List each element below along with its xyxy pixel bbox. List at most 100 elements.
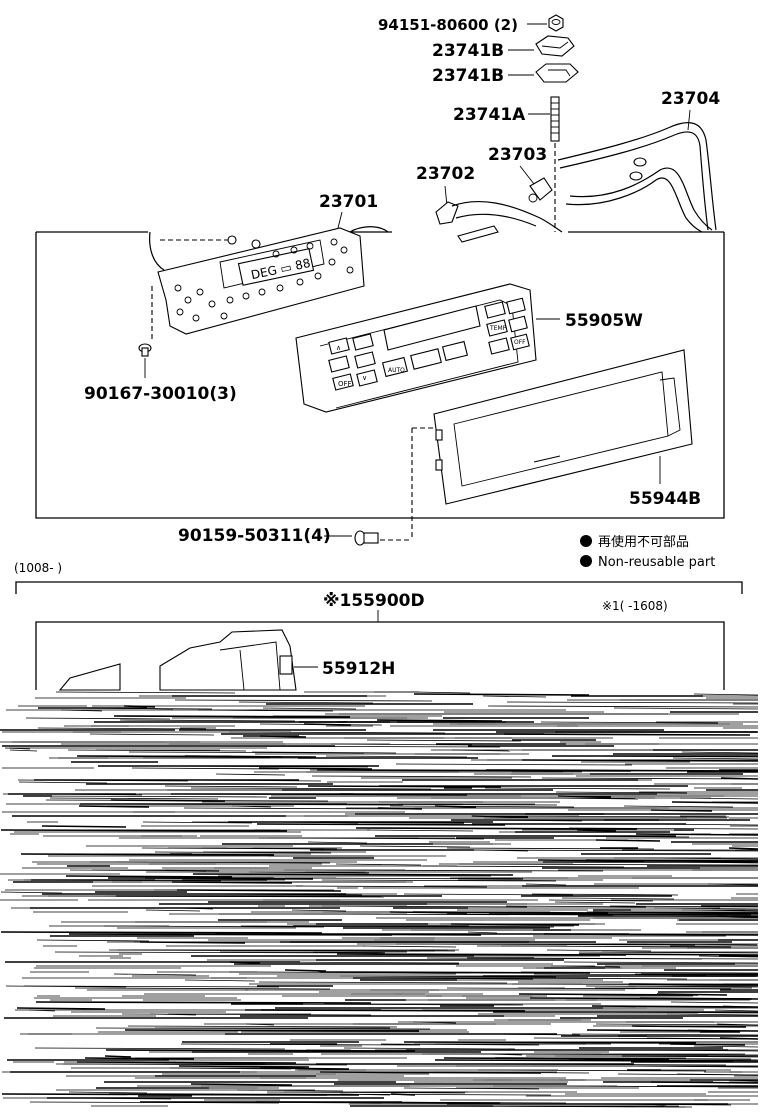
scan-streak xyxy=(9,749,38,752)
scan-streak xyxy=(68,1091,148,1094)
scan-streak xyxy=(0,891,63,894)
scan-streak xyxy=(76,1061,297,1064)
scan-streak xyxy=(95,1027,431,1030)
label-55900d: ※155900D xyxy=(323,591,425,611)
scan-streak xyxy=(178,1065,310,1068)
scan-streak xyxy=(18,781,108,784)
scan-streak xyxy=(631,1025,747,1028)
scan-streak xyxy=(190,1083,293,1086)
scan-streak xyxy=(184,979,256,982)
scan-streak xyxy=(74,987,331,990)
label-23704: 23704 xyxy=(661,89,720,109)
scan-streak xyxy=(215,773,286,776)
scan-streak xyxy=(192,873,514,876)
scan-streak xyxy=(670,1001,759,1004)
scan-streak xyxy=(653,907,759,910)
scan-streak xyxy=(0,931,323,934)
scan-streak xyxy=(121,1013,372,1016)
scan-streak xyxy=(181,779,322,782)
scan-streak xyxy=(595,1023,759,1026)
scan-streak xyxy=(672,757,759,760)
scan-streak xyxy=(355,827,638,830)
scan-streak xyxy=(720,777,759,780)
scan-streak xyxy=(563,961,759,964)
label-90167: 90167-30010(3) xyxy=(84,384,237,404)
scan-streak xyxy=(4,747,31,750)
scan-streak xyxy=(291,909,347,912)
scan-streak xyxy=(473,849,529,852)
label-55944b: 55944B xyxy=(629,489,701,509)
scan-streak xyxy=(228,731,446,734)
scan-streak xyxy=(84,1057,195,1060)
scan-streak xyxy=(389,911,468,914)
scan-streak xyxy=(238,701,374,704)
scan-streak xyxy=(366,829,474,832)
scan-streak xyxy=(171,881,293,884)
btn-up-left: ∧ xyxy=(336,344,341,352)
scan-streak xyxy=(395,943,696,946)
scan-streak xyxy=(525,883,567,886)
climate-control-panel: ∧ OFF ∨ AUTO TEMP OFF xyxy=(295,283,537,413)
scan-streak xyxy=(319,821,465,824)
scan-streak xyxy=(389,805,575,808)
scan-streak xyxy=(41,825,127,828)
scan-streak xyxy=(617,1073,759,1076)
scan-streak xyxy=(403,1087,540,1090)
scan-streak xyxy=(380,1043,540,1046)
scan-streak xyxy=(578,951,759,954)
scan-streak xyxy=(54,951,379,954)
scan-streak xyxy=(546,949,652,952)
label-23703: 23703 xyxy=(488,145,547,165)
scan-streak xyxy=(403,893,574,896)
scan-streak xyxy=(427,1105,693,1108)
screw-90159 xyxy=(354,530,379,546)
scan-streak xyxy=(467,931,498,934)
scan-streak xyxy=(65,875,233,878)
scan-streak xyxy=(687,1029,759,1032)
scan-streak xyxy=(645,857,759,860)
scan-streak xyxy=(116,861,331,864)
scan-streak xyxy=(321,905,528,908)
scan-streak xyxy=(609,905,759,908)
cushion-part-2 xyxy=(535,63,579,83)
scan-streak xyxy=(422,865,625,868)
scan-streak xyxy=(319,971,591,974)
btn-temp: TEMP xyxy=(489,325,507,332)
scan-streak xyxy=(104,1055,132,1058)
scan-streak xyxy=(131,767,280,770)
scan-streak xyxy=(673,861,759,864)
scan-streak xyxy=(343,1047,516,1050)
sensor-circuit-board: DEG ▭ 88 xyxy=(149,226,389,335)
stud-part xyxy=(550,96,560,142)
label-55912h: 55912H xyxy=(322,659,395,679)
scan-streak xyxy=(23,879,222,882)
scan-streak xyxy=(256,823,506,826)
scan-streak xyxy=(623,805,734,808)
scan-streak xyxy=(413,691,471,694)
main-frame xyxy=(35,232,725,519)
scan-streak xyxy=(578,953,759,956)
scan-streak xyxy=(613,707,759,710)
scan-streak xyxy=(242,1003,524,1006)
clamp-part xyxy=(528,177,553,203)
scan-streak xyxy=(728,847,759,850)
scan-streak xyxy=(76,755,317,758)
scan-streak xyxy=(557,795,612,798)
scan-streak xyxy=(113,973,197,976)
scan-streak xyxy=(295,885,488,888)
lower-range: (1008- ) xyxy=(14,561,62,575)
label-23741b-2: 23741B xyxy=(432,66,504,86)
scan-streak xyxy=(487,705,759,708)
label-90159: 90159-50311(4) xyxy=(178,526,331,546)
scan-streak xyxy=(113,715,351,718)
scan-streak xyxy=(144,877,314,880)
scan-streak xyxy=(183,807,412,810)
scan-streak xyxy=(149,765,369,768)
scan-streak xyxy=(60,709,103,712)
scan-streak xyxy=(366,739,522,742)
scan-streak xyxy=(359,845,471,848)
label-23702: 23702 xyxy=(416,164,475,184)
scan-streak xyxy=(258,981,508,984)
scan-streak xyxy=(28,1009,56,1012)
